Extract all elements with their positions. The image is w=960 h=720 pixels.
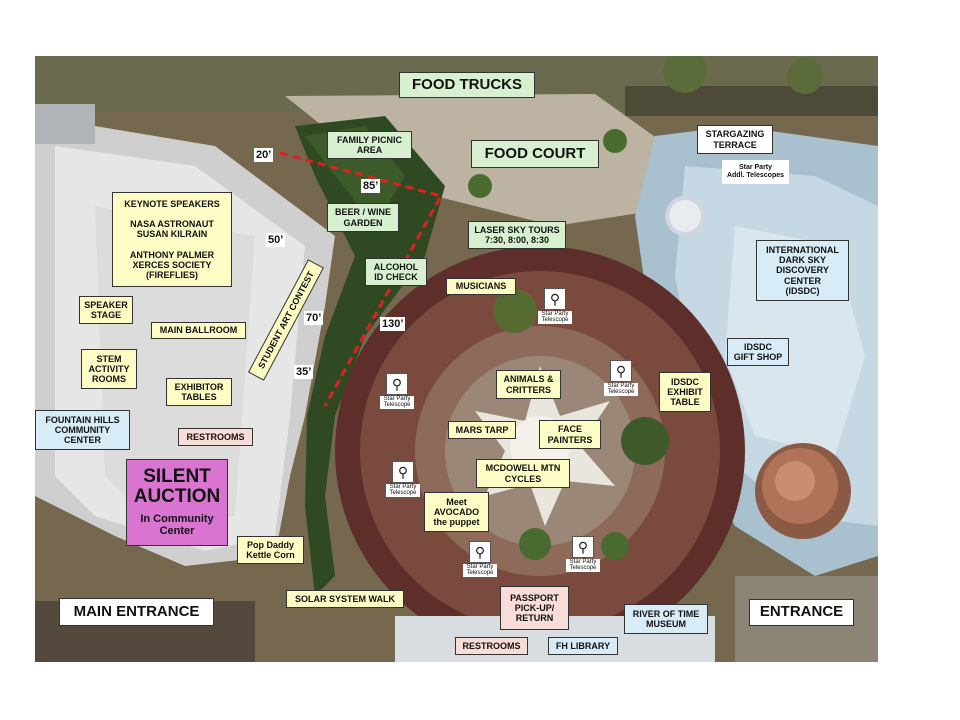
river-of-time-museum-label: RIVER OF TIME MUSEUM bbox=[624, 604, 708, 634]
star-party-telescope-3: ⚲ Star Party Telescope bbox=[380, 373, 414, 409]
keynote-speakers-label: KEYNOTE SPEAKERS NASA ASTRONAUT SUSAN KI… bbox=[112, 192, 232, 287]
mcdowell-mtn-cycles-label: MCDOWELL MTN CYCLES bbox=[476, 459, 570, 488]
animals-critters-label: ANIMALS & CRITTERS bbox=[496, 370, 561, 399]
face-painters-label: FACE PAINTERS bbox=[539, 420, 601, 449]
stem-activity-rooms-label: STEM ACTIVITY ROOMS bbox=[81, 349, 137, 389]
telescope-icon: ⚲ bbox=[469, 541, 491, 563]
telescope-label: Star Party Telescope bbox=[604, 383, 638, 396]
meet-avocado-label: Meet AVOCADO the puppet bbox=[424, 492, 489, 532]
main-ballroom-label: MAIN BALLROOM bbox=[151, 322, 246, 339]
main-entrance-label: MAIN ENTRANCE bbox=[59, 598, 214, 626]
star-party-additional-telescopes-label: Star Party Addl. Telescopes bbox=[722, 160, 789, 184]
telescope-label: Star Party Telescope bbox=[538, 311, 572, 324]
telescope-label: Star Party Telescope bbox=[566, 559, 600, 572]
aerial-site-map: FOOD TRUCKS FOOD COURT FAMILY PICNIC ARE… bbox=[35, 56, 878, 662]
star-party-telescope-6: ⚲ Star Party Telescope bbox=[566, 536, 600, 572]
distance-35ft: 35’ bbox=[294, 365, 314, 379]
star-party-telescope-2: ⚲ Star Party Telescope bbox=[604, 360, 638, 396]
restrooms-bottom-label: RESTROOMS bbox=[455, 637, 528, 655]
telescope-label: Star Party Telescope bbox=[463, 564, 497, 577]
star-party-telescope-5: ⚲ Star Party Telescope bbox=[463, 541, 497, 577]
telescope-icon: ⚲ bbox=[544, 288, 566, 310]
musicians-label: MUSICIANS bbox=[446, 278, 516, 295]
fountain-hills-community-center-label: FOUNTAIN HILLS COMMUNITY CENTER bbox=[35, 410, 130, 450]
telescope-icon: ⚲ bbox=[610, 360, 632, 382]
telescope-icon: ⚲ bbox=[572, 536, 594, 558]
idsdc-exhibit-table-label: IDSDC EXHIBIT TABLE bbox=[659, 372, 711, 412]
distance-20ft: 20’ bbox=[254, 148, 274, 162]
telescope-label: Star Party Telescope bbox=[380, 396, 414, 409]
alcohol-area-boundary bbox=[279, 151, 444, 407]
passport-pickup-return-label: PASSPORT PICK-UP/ RETURN bbox=[500, 586, 569, 630]
idsdc-gift-shop-label: IDSDC GIFT SHOP bbox=[727, 338, 789, 366]
star-party-telescope-1: ⚲ Star Party Telescope bbox=[538, 288, 572, 324]
family-picnic-area-label: FAMILY PICNIC AREA bbox=[327, 131, 412, 159]
restrooms-left-label: RESTROOMS bbox=[178, 428, 253, 446]
silent-auction-title: SILENT AUCTION bbox=[133, 466, 221, 508]
food-trucks-label: FOOD TRUCKS bbox=[399, 72, 535, 98]
speaker-stage-label: SPEAKER STAGE bbox=[79, 296, 133, 324]
pop-daddy-kettle-corn-label: Pop Daddy Kettle Corn bbox=[237, 536, 304, 564]
distance-70ft: 70’ bbox=[304, 311, 324, 325]
food-court-label: FOOD COURT bbox=[471, 140, 599, 168]
distance-130ft: 130’ bbox=[380, 317, 406, 331]
silent-auction-label: SILENT AUCTION In Community Center bbox=[126, 459, 228, 546]
alcohol-id-check-label: ALCOHOL ID CHECK bbox=[365, 258, 427, 286]
solar-system-walk-label: SOLAR SYSTEM WALK bbox=[286, 590, 404, 608]
stargazing-terrace-label: STARGAZING TERRACE bbox=[697, 125, 773, 154]
telescope-icon: ⚲ bbox=[392, 461, 414, 483]
telescope-icon: ⚲ bbox=[386, 373, 408, 395]
laser-sky-tours-label: LASER SKY TOURS 7:30, 8:00, 8:30 bbox=[468, 221, 566, 249]
telescope-label: Star Party Telescope bbox=[386, 484, 420, 497]
silent-auction-subtitle: In Community Center bbox=[140, 513, 214, 538]
mars-tarp-label: MARS TARP bbox=[448, 421, 516, 439]
idsdc-label: INTERNATIONAL DARK SKY DISCOVERY CENTER … bbox=[756, 240, 849, 301]
distance-85ft: 85’ bbox=[361, 179, 381, 193]
beer-wine-garden-label: BEER / WINE GARDEN bbox=[327, 203, 399, 232]
entrance-label: ENTRANCE bbox=[749, 599, 854, 626]
exhibitor-tables-label: EXHIBITOR TABLES bbox=[166, 378, 232, 406]
star-party-telescope-4: ⚲ Star Party Telescope bbox=[386, 461, 420, 497]
fh-library-label: FH LIBRARY bbox=[548, 637, 618, 655]
distance-50ft: 50’ bbox=[266, 233, 286, 247]
